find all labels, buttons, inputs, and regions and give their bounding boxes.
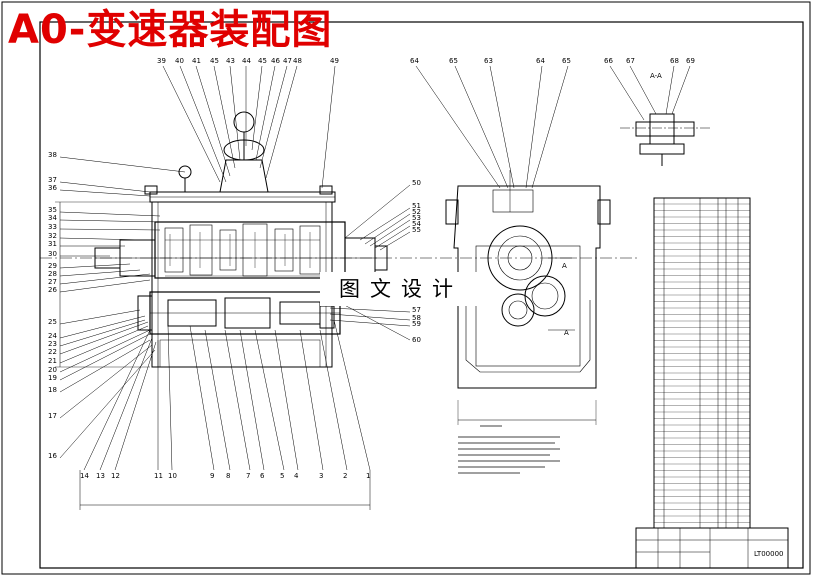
main-right-callout: 51 — [412, 202, 421, 210]
main-left-callout: 36 — [48, 184, 57, 192]
technical-notes — [458, 425, 560, 474]
section-label: A-A — [650, 72, 662, 80]
main-top-callout: 49 — [330, 57, 339, 65]
side-top-callout: 64 — [536, 57, 545, 65]
main-bottom-callout: 9 — [210, 472, 214, 480]
main-top-callout: 41 — [192, 57, 201, 65]
section-top-callout: 67 — [626, 57, 635, 65]
main-left-callout: 29 — [48, 262, 57, 270]
leaders-top — [162, 65, 336, 189]
main-left-callout: 31 — [48, 240, 57, 248]
main-bottom-callout: 7 — [246, 472, 250, 480]
main-bottom-callout: 14 — [80, 472, 89, 480]
section-mark-lower: A — [564, 329, 569, 337]
main-top-callout: 48 — [293, 57, 302, 65]
main-top-callout: 47 — [283, 57, 292, 65]
main-left-callout: 23 — [48, 340, 57, 348]
main-left-callout: 16 — [48, 452, 57, 460]
main-top-callout: 44 — [242, 57, 251, 65]
main-left-callout: 21 — [48, 357, 57, 365]
main-bottom-callout: 12 — [111, 472, 120, 480]
side-top-callout: 64 — [410, 57, 419, 65]
leaders-right — [329, 184, 411, 341]
watermark-text: 图文设计 — [320, 272, 482, 306]
section-top-callout: 69 — [686, 57, 695, 65]
main-bottom-callout: 10 — [168, 472, 177, 480]
main-bottom-callout: 11 — [154, 472, 163, 480]
main-right-callout: 53 — [412, 214, 421, 222]
main-right-callout: 54 — [412, 220, 421, 228]
section-view — [620, 113, 712, 166]
main-left-callout: 22 — [48, 348, 57, 356]
main-left-callout: 27 — [48, 278, 57, 286]
drawing-number: LT00000 — [754, 550, 783, 558]
main-left-callout: 24 — [48, 332, 57, 340]
main-bottom-callout: 6 — [260, 472, 265, 480]
main-bottom-callout: 3 — [319, 472, 323, 480]
main-top-callout: 45 — [210, 57, 219, 65]
main-left-callout: 33 — [48, 223, 57, 231]
side-top-callout: 65 — [449, 57, 458, 65]
main-left-callout: 38 — [48, 151, 57, 159]
section-mark-upper: A — [562, 262, 567, 270]
main-top-callout: 46 — [271, 57, 280, 65]
main-bottom-callout: 4 — [294, 472, 299, 480]
section-top-callout: 66 — [604, 57, 613, 65]
main-view — [55, 111, 388, 510]
main-right-callout: 58 — [412, 314, 421, 322]
section-leaders — [609, 65, 691, 121]
parts-list — [635, 197, 789, 569]
main-left-callout: 34 — [48, 214, 57, 222]
main-top-callout: 45 — [258, 57, 267, 65]
drawing-title: A0-变速器装配图 — [8, 7, 333, 53]
main-left-callout: 28 — [48, 270, 57, 278]
main-right-callout: 60 — [412, 336, 421, 344]
main-right-callout: 59 — [412, 320, 421, 328]
leaders-left — [59, 156, 186, 459]
main-left-callout: 17 — [48, 412, 57, 420]
side-leaders — [415, 65, 569, 189]
main-left-callout: 30 — [48, 250, 57, 258]
main-right-callout: 55 — [412, 226, 421, 234]
main-top-callout: 39 — [157, 57, 166, 65]
main-bottom-callout: 8 — [226, 472, 230, 480]
main-left-callout: 19 — [48, 374, 57, 382]
main-bottom-callout: 5 — [280, 472, 284, 480]
main-left-callout: 18 — [48, 386, 57, 394]
main-right-callout: 52 — [412, 208, 421, 216]
main-bottom-callout: 13 — [96, 472, 105, 480]
main-left-callout: 25 — [48, 318, 57, 326]
main-top-callout: 43 — [226, 57, 235, 65]
main-left-callout: 37 — [48, 176, 57, 184]
main-left-callout: 32 — [48, 232, 57, 240]
leaders-bottom — [83, 319, 371, 471]
main-right-callout: 50 — [412, 179, 421, 187]
main-right-callout: 57 — [412, 306, 421, 314]
section-top-callout: 68 — [670, 57, 679, 65]
side-top-callout: 63 — [484, 57, 493, 65]
main-left-callout: 26 — [48, 286, 57, 294]
main-left-callout: 20 — [48, 366, 57, 374]
main-bottom-callout: 1 — [366, 472, 370, 480]
main-bottom-callout: 2 — [343, 472, 347, 480]
main-top-callout: 40 — [175, 57, 184, 65]
main-left-callout: 35 — [48, 206, 57, 214]
side-top-callout: 65 — [562, 57, 571, 65]
side-view — [445, 170, 611, 425]
parts-list-rows — [654, 203, 750, 523]
inner-border — [39, 21, 804, 569]
